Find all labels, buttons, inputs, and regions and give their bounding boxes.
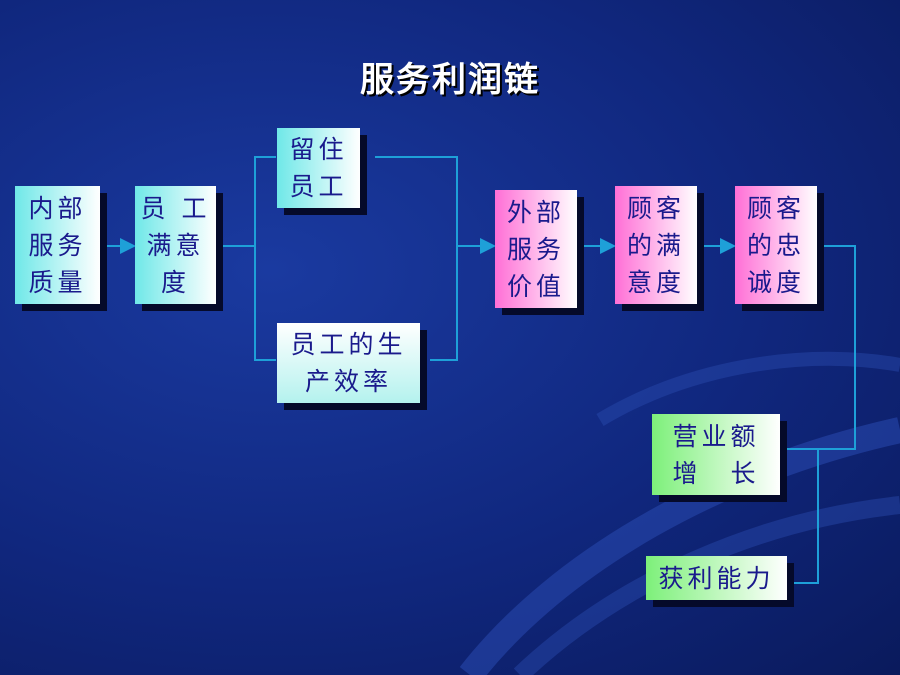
node-employee-productivity: 员工的生 产效率 [277, 323, 420, 403]
node-line: 价值 [506, 271, 565, 301]
connector-split-productivity [254, 246, 276, 361]
connector-satisfaction-split [216, 156, 276, 247]
node-external-service-value: 外部 服务 价值 [495, 190, 577, 308]
connector-revenue-to-profit [780, 448, 819, 584]
node-profitability: 获利能力 [646, 556, 787, 600]
node-customer-satisfaction: 顾客 的满 意度 [615, 186, 697, 304]
node-line: 服务 [28, 230, 87, 260]
node-line: 意度 [626, 267, 685, 297]
node-line: 的忠 [746, 230, 805, 260]
node-line: 质量 [28, 267, 87, 297]
node-line: 增 长 [672, 458, 760, 488]
page-title: 服务利润链 [360, 60, 540, 100]
node-line: 员工 [289, 172, 348, 201]
node-line: 内部 [28, 193, 87, 223]
node-line: 顾客 [626, 193, 685, 223]
node-line: 顾客 [746, 193, 805, 223]
node-revenue-growth: 营业额 增 长 [652, 414, 780, 495]
node-line: 产效率 [304, 367, 392, 396]
node-line: 营业额 [672, 421, 760, 451]
node-line: 留住 [289, 135, 348, 164]
node-customer-loyalty: 顾客 的忠 诚度 [735, 186, 817, 304]
node-line: 员 工 [140, 193, 211, 223]
node-employee-satisfaction: 员 工 满意 度 [135, 186, 216, 304]
connector-retention-merge [375, 156, 458, 246]
node-line: 的满 [626, 230, 685, 260]
node-line: 外部 [506, 197, 565, 227]
node-line: 服务 [506, 234, 565, 264]
node-line: 诚度 [746, 267, 805, 297]
node-line: 度 [160, 267, 190, 297]
connector-productivity-merge [430, 246, 458, 361]
node-line: 员工的生 [290, 330, 407, 359]
node-internal-service-quality: 内部 服务 质量 [15, 186, 100, 304]
node-employee-retention: 留住 员工 [277, 128, 360, 208]
node-line: 满意 [146, 230, 205, 260]
node-line: 获利能力 [658, 563, 775, 593]
